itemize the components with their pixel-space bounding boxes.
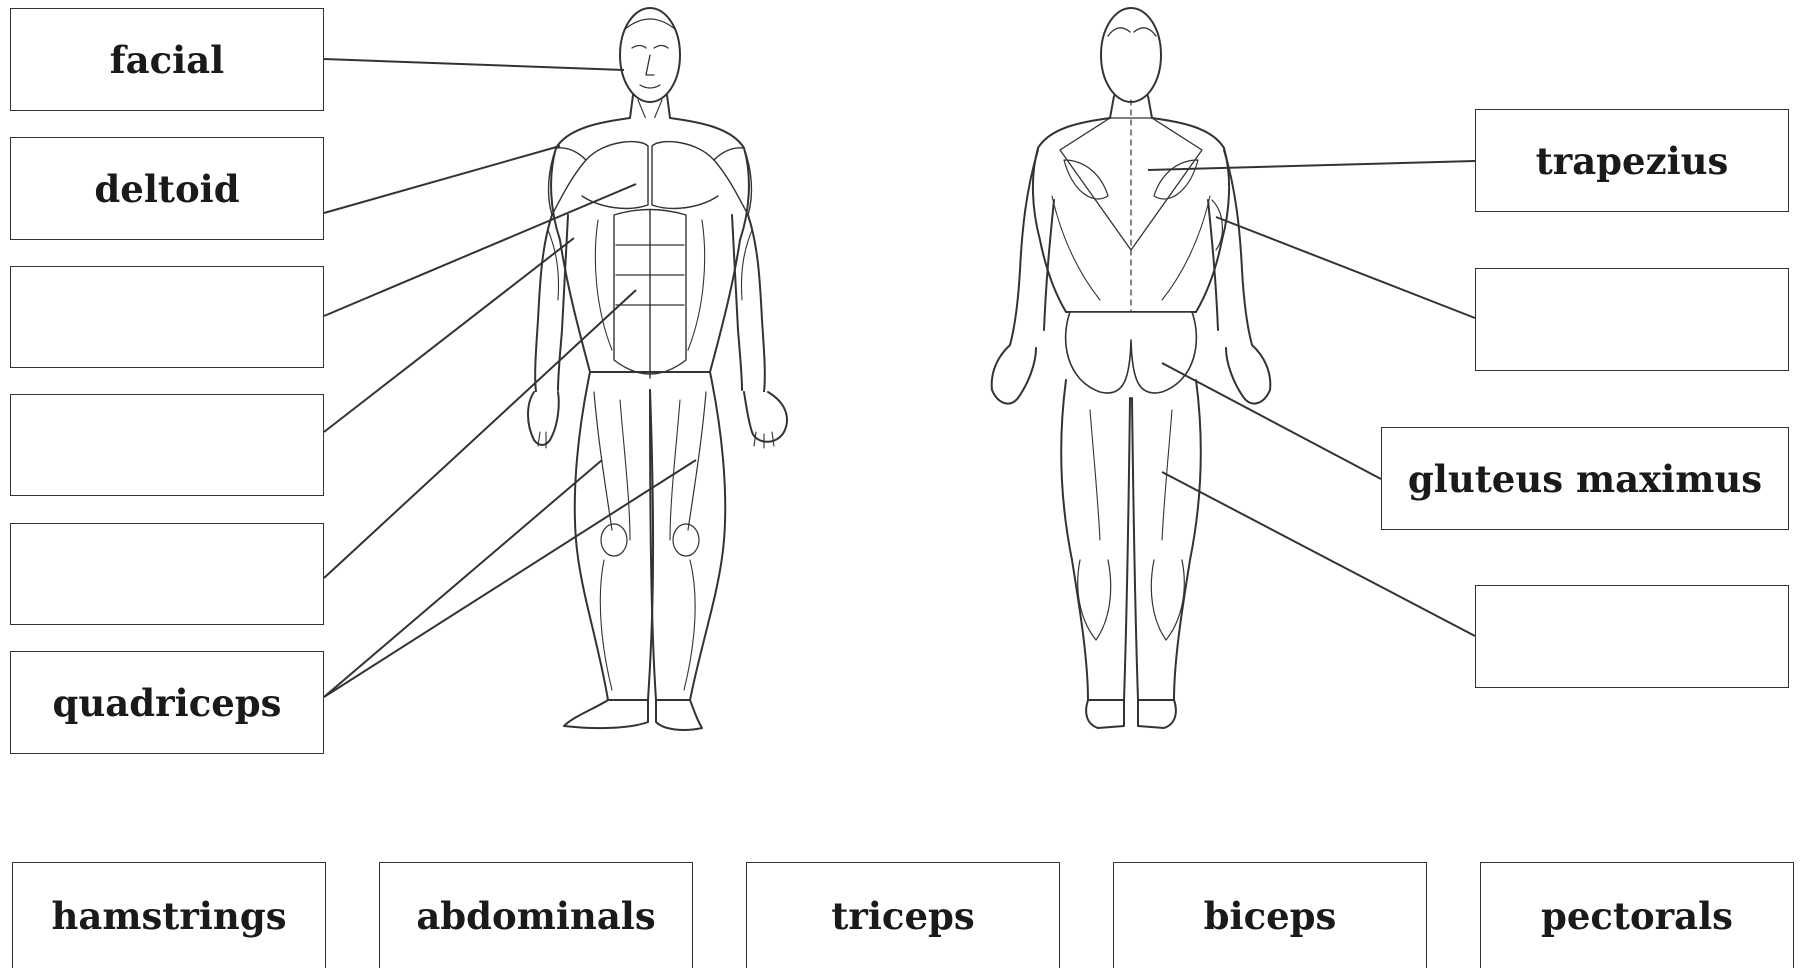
- connector-facial: [324, 59, 624, 70]
- connector-quadriceps-1: [324, 460, 602, 697]
- human-muscles-back-icon: [992, 8, 1271, 728]
- word-bank-hamstrings[interactable]: hamstrings: [12, 862, 326, 968]
- label-box-facial: facial: [10, 8, 324, 111]
- label-box-right-blank-2[interactable]: [1475, 268, 1789, 371]
- label-box-gluteus-maximus: gluteus maximus: [1381, 427, 1789, 530]
- connector-quadriceps-2: [324, 460, 696, 697]
- word-bank-triceps[interactable]: triceps: [746, 862, 1060, 968]
- label-box-blank-5[interactable]: [10, 523, 324, 625]
- label-box-blank-4[interactable]: [10, 394, 324, 496]
- word-bank-abdominals[interactable]: abdominals: [379, 862, 693, 968]
- word-bank-pectorals[interactable]: pectorals: [1480, 862, 1794, 968]
- word-bank-biceps[interactable]: biceps: [1113, 862, 1427, 968]
- connector-right-blank-2: [1216, 217, 1475, 318]
- connector-gluteus-maximus: [1162, 363, 1381, 479]
- connector-lines: [324, 59, 1475, 697]
- connector-blank-5: [324, 290, 636, 578]
- connector-deltoid: [324, 146, 560, 213]
- label-box-deltoid: deltoid: [10, 137, 324, 240]
- label-box-trapezius: trapezius: [1475, 109, 1789, 212]
- label-box-quadriceps: quadriceps: [10, 651, 324, 754]
- label-box-blank-3[interactable]: [10, 266, 324, 368]
- label-box-right-blank-4[interactable]: [1475, 585, 1789, 688]
- human-muscles-front-icon: [528, 8, 787, 730]
